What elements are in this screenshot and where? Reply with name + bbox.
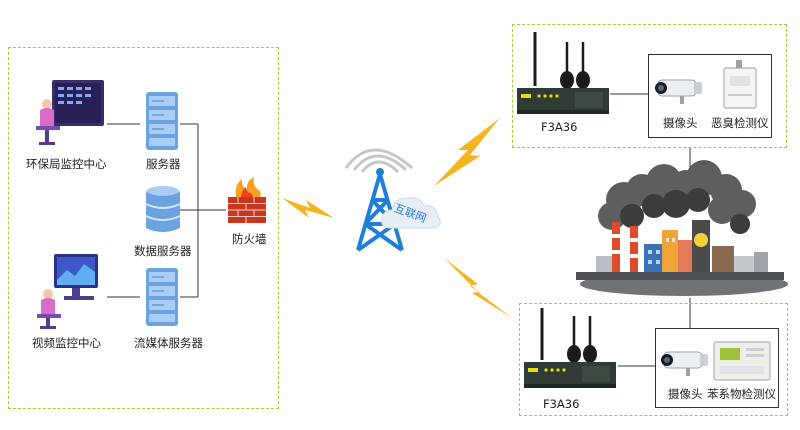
bottom-camera-label: 摄像头: [668, 387, 703, 401]
video-monitor-center-icon: [32, 250, 104, 332]
bottom-router-label: F3A36: [543, 397, 580, 411]
database-icon: [144, 184, 182, 236]
server-icon: [144, 90, 180, 152]
internet-cloud-icon: [380, 192, 444, 234]
factory-pollution-illustration: [572, 160, 790, 298]
top-router-label: F3A36: [541, 120, 578, 134]
bottom-camera-icon: [660, 346, 712, 378]
benzene-analyzer-icon: [712, 340, 772, 382]
firewall-label: 防火墙: [232, 232, 267, 246]
top-site-panel: [512, 24, 787, 148]
top-camera-label: 摄像头: [663, 116, 698, 130]
media-server-label: 流媒体服务器: [134, 336, 203, 350]
epb-center-label: 环保局监控中心: [26, 157, 107, 171]
video-center-label: 视频监控中心: [32, 336, 101, 350]
bottom-router-icon: [522, 306, 618, 394]
benzene-analyzer-label: 苯系物检测仪: [707, 387, 776, 401]
epb-monitor-center-icon: [30, 70, 110, 150]
top-camera-icon: [654, 74, 706, 106]
firewall-icon: [226, 175, 268, 225]
bottom-site-panel: [519, 303, 788, 416]
server-label: 服务器: [146, 157, 181, 171]
left-panel: [8, 47, 279, 409]
data-server-label: 数据服务器: [134, 244, 192, 258]
odor-sensor-icon: [720, 60, 760, 112]
media-server-icon: [144, 266, 180, 328]
odor-sensor-label: 恶臭检测仪: [711, 116, 769, 130]
top-router-icon: [515, 30, 611, 120]
